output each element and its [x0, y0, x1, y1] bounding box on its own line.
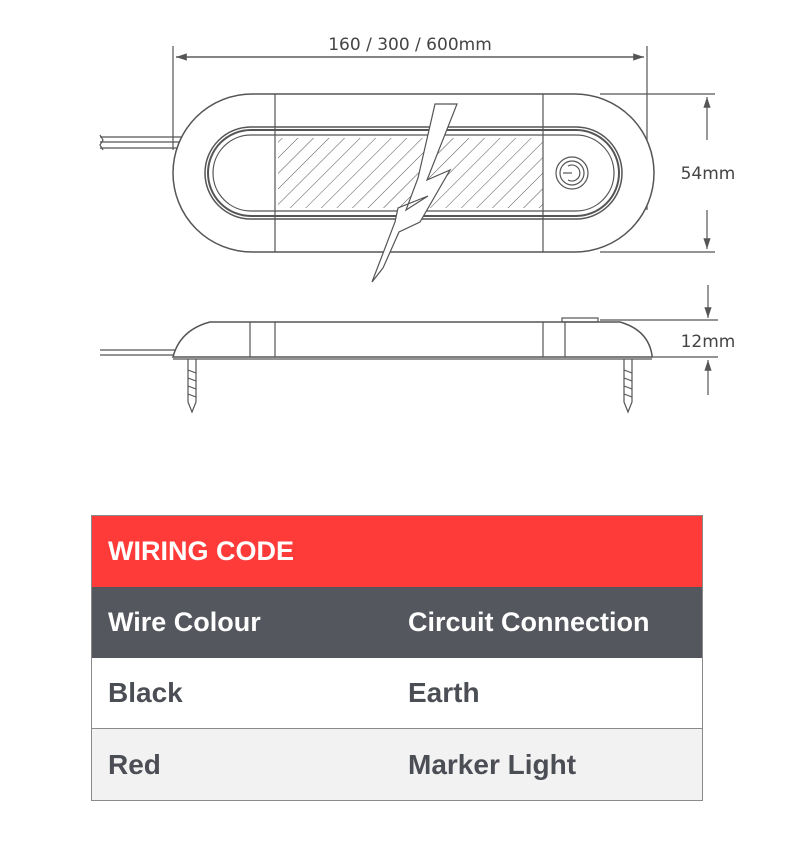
screw-icon — [623, 359, 633, 414]
break-lightning-icon — [371, 103, 458, 283]
table-row: Black Earth — [92, 658, 702, 729]
header-circuit-connection: Circuit Connection — [408, 607, 650, 637]
circuit-connection-cell: Earth — [408, 677, 480, 708]
wire-colour-cell: Black — [108, 677, 183, 708]
wiring-code-table: WIRING CODE Wire Colour Circuit Connecti… — [91, 515, 703, 801]
width-label: 54mm — [681, 164, 736, 184]
table-header-row: Wire Colour Circuit Connection — [92, 587, 702, 658]
header-wire-colour: Wire Colour — [108, 607, 261, 637]
power-button-icon — [555, 156, 589, 190]
wire-colour-cell: Red — [108, 748, 161, 780]
width-dimension-line — [600, 93, 715, 253]
circuit-connection-cell: Marker Light — [408, 748, 577, 780]
length-label: 160 / 300 / 600mm — [328, 35, 492, 55]
wire-cable — [99, 134, 184, 151]
table-row: Red Marker Light — [92, 729, 702, 800]
product-dimension-diagram: 160 / 300 / 600mm 54mm 12mm — [99, 35, 736, 414]
height-label: 12mm — [681, 332, 736, 352]
table-title: WIRING CODE — [92, 516, 702, 587]
height-dimension-line — [600, 285, 718, 395]
top-view-light — [172, 93, 655, 253]
side-view-light — [100, 317, 653, 414]
screw-icon — [187, 359, 197, 414]
